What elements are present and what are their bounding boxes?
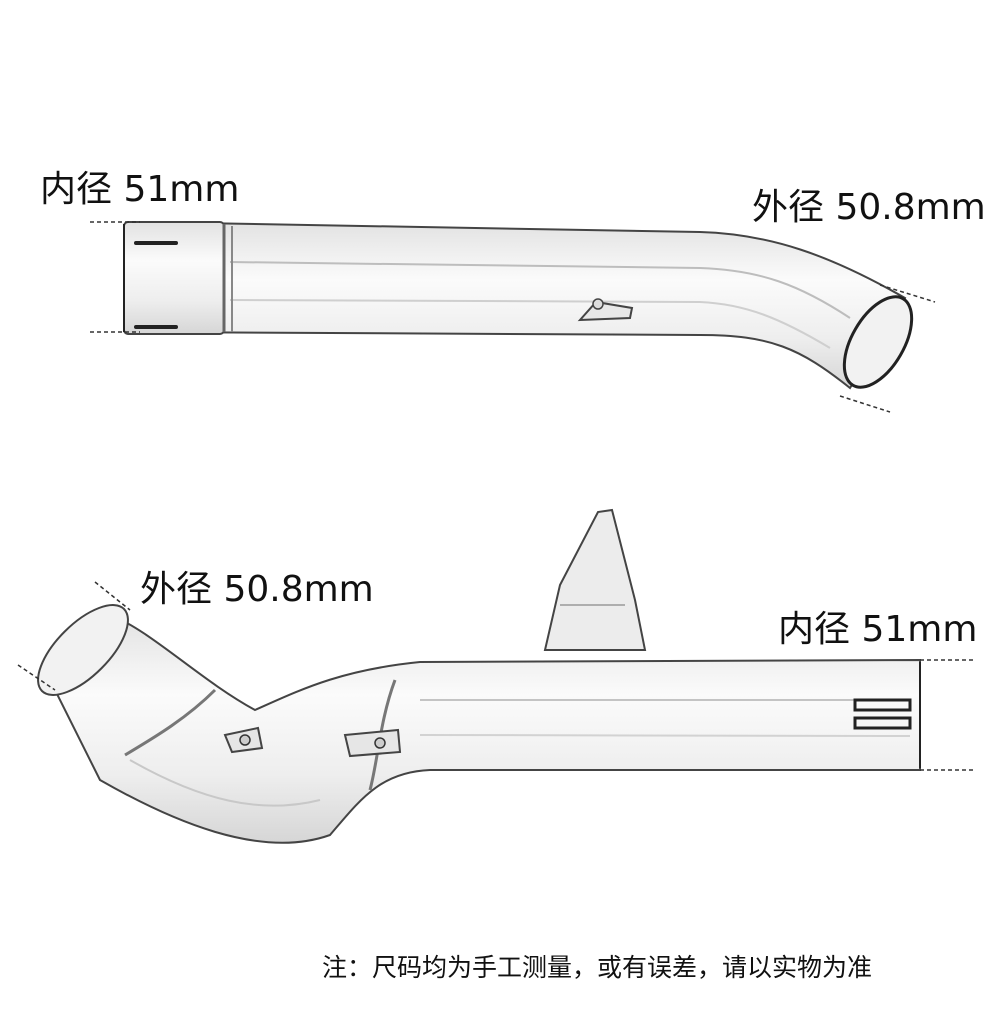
top-pipe-body <box>139 220 907 390</box>
measurement-note: 注：尺码均为手工测量，或有误差，请以实物为准 <box>322 953 873 982</box>
bottom-pipe-body <box>53 613 921 844</box>
top-pipe-dimension-lines <box>90 221 936 413</box>
top-pipe <box>90 220 936 413</box>
bottom-pipe-fin <box>543 508 647 651</box>
bottom-pipe-tab-1 <box>223 726 264 754</box>
top-pipe-sleeve <box>123 221 225 335</box>
bottom-pipe-tab-2 <box>343 728 402 758</box>
top-pipe-outlet <box>842 295 914 389</box>
bottom-pipe-slots <box>853 698 912 730</box>
bottom-inner-diameter-label: 内径 51mm <box>778 609 978 650</box>
top-pipe-bracket <box>577 298 634 322</box>
top-inner-diameter-label: 内径 51mm <box>40 169 240 210</box>
bottom-pipe-inlet <box>37 604 129 696</box>
bottom-outer-diameter-label: 外径 50.8mm <box>140 569 374 610</box>
top-outer-diameter-label: 外径 50.8mm <box>752 187 986 228</box>
bottom-pipe <box>17 508 975 844</box>
bottom-pipe-dimension-lines <box>17 581 975 771</box>
